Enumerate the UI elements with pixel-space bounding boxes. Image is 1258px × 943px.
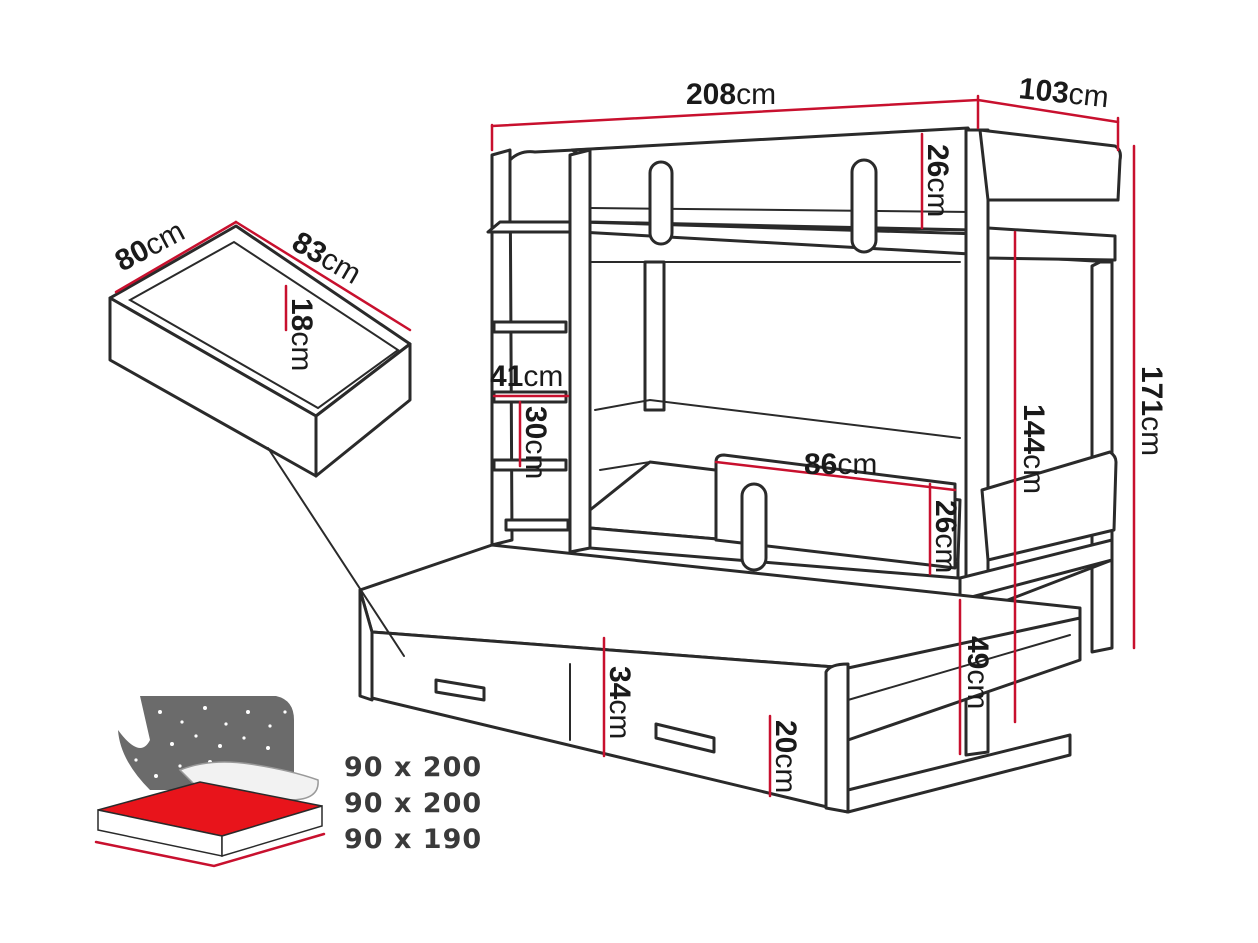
label-drawer-front-height: 20cm <box>769 720 802 793</box>
mattress-icon <box>94 696 326 868</box>
label-lower-guard-height: 26cm <box>929 500 962 573</box>
mattress-size-3: 90 x 190 <box>344 824 482 855</box>
label-ladder-width: 41cm <box>490 360 563 393</box>
bunk-bed-frame <box>358 126 1122 814</box>
star-field <box>134 706 287 778</box>
mattress-size-2: 90 x 200 <box>344 788 482 819</box>
drawer-detail <box>108 224 412 657</box>
label-bed-length: 208cm <box>686 78 776 111</box>
label-drawer-depth: 18cm <box>285 298 318 371</box>
label-trundle-height: 34cm <box>603 666 636 739</box>
label-total-height: 171cm <box>1135 366 1168 456</box>
label-lower-bed-height: 49cm <box>961 636 994 709</box>
label-ladder-step: 30cm <box>519 406 552 479</box>
mattress-size-1: 90 x 200 <box>344 752 482 783</box>
label-lower-guard-length: 86cm <box>804 448 877 481</box>
mattress-sizes-list: 90 x 200 90 x 200 90 x 190 <box>344 752 482 855</box>
label-under-top-clearance: 144cm <box>1017 404 1050 494</box>
dimension-lines <box>114 94 1136 798</box>
label-top-guard-height: 26cm <box>921 144 954 217</box>
label-bed-depth: 103cm <box>1017 72 1110 114</box>
